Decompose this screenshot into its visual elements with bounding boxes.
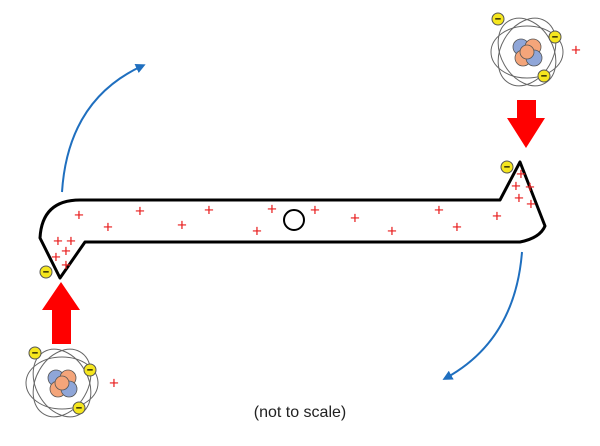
proton-charge-icon: + — [252, 221, 262, 240]
proton-charge-icon: + — [525, 177, 535, 196]
electron-icon: − — [491, 12, 505, 26]
proton-charge-icon: + — [387, 221, 397, 240]
not-to-scale-caption: (not to scale) — [253, 404, 347, 421]
atom-icon — [25, 348, 99, 418]
proton-charge-icon: + — [74, 205, 84, 224]
electron-icon: − — [537, 69, 551, 83]
proton-charge-icon: + — [204, 200, 214, 219]
proton-charge-icon: + — [526, 194, 536, 213]
svg-text:−: − — [87, 364, 93, 376]
proton-charge-icon: + — [434, 200, 444, 219]
proton-charge-icon: + — [267, 199, 277, 218]
svg-text:−: − — [32, 347, 38, 359]
proton-charge-icon: + — [51, 247, 61, 266]
proton-charge-icon: + — [53, 231, 63, 250]
particle-circle — [283, 209, 305, 231]
svg-text:−: − — [495, 13, 501, 25]
proton-charge-icon: + — [511, 176, 521, 195]
electron-icon: − — [83, 363, 97, 377]
proton-charge-icon: + — [514, 188, 524, 207]
electron-icon: − — [548, 30, 562, 44]
proton-charge-icon: + — [492, 206, 502, 225]
proton-charge-icon: + — [571, 40, 581, 59]
positive-charges: +++++++++++++++++++++++++ — [51, 40, 581, 392]
svg-text:−: − — [504, 161, 510, 173]
atom-icon — [490, 17, 564, 87]
proton-charge-icon: + — [61, 255, 71, 274]
svg-text:−: − — [552, 31, 558, 43]
push-arrow-icon — [507, 100, 545, 148]
proton-charge-icon: + — [350, 208, 360, 227]
proton-charge-icon: + — [61, 241, 71, 260]
circulation-arrow-icon — [442, 251, 523, 380]
circulation-arrow-icon — [61, 63, 146, 193]
proton-charge-icon: + — [310, 200, 320, 219]
electron-icon: − — [39, 265, 53, 279]
svg-text:−: − — [541, 70, 547, 82]
proton-charge-icon: + — [177, 215, 187, 234]
proton-charge-icon: + — [516, 164, 526, 183]
electrons: − − − − − − − − — [28, 12, 562, 415]
svg-text:−: − — [43, 266, 49, 278]
electron-icon: − — [28, 346, 42, 360]
proton-charge-icon: + — [103, 217, 113, 236]
proton-charge-icon: + — [135, 201, 145, 220]
proton-charge-icon: + — [66, 231, 76, 250]
push-arrow-icon — [42, 282, 80, 344]
proton-charge-icon: + — [452, 217, 462, 236]
electron-icon: − — [72, 401, 86, 415]
proton-charge-icon: + — [109, 373, 119, 392]
svg-text:−: − — [76, 402, 82, 414]
electron-icon: − — [500, 160, 514, 174]
